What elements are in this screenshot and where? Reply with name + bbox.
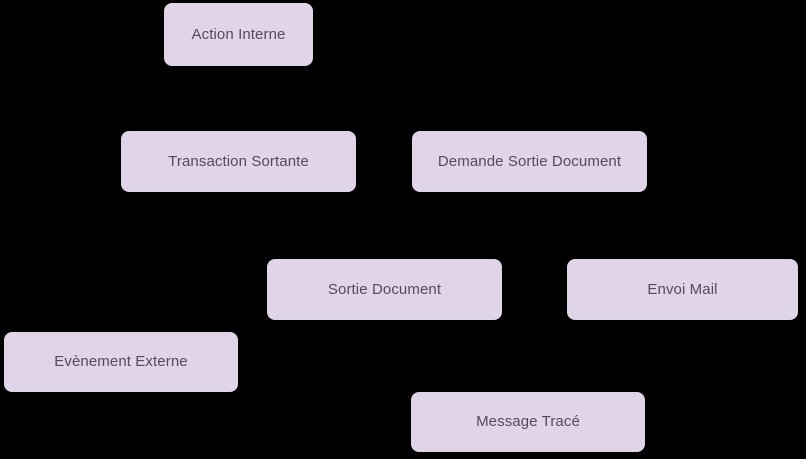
node-label-transaction-sortante: Transaction Sortante	[168, 152, 309, 170]
node-label-message-trace: Message Tracé	[476, 413, 580, 430]
node-transaction-sortante[interactable]: Transaction Sortante	[121, 131, 356, 192]
node-label-evenement-externe: Evènement Externe	[54, 353, 188, 370]
connector-edge-sortie-document-message-trace	[383, 319, 529, 393]
node-label-sortie-document: Sortie Document	[327, 280, 442, 298]
node-envoi-mail[interactable]: Envoi Mail	[567, 259, 798, 320]
node-evenement-externe[interactable]: Evènement Externe	[4, 332, 238, 392]
node-action-interne[interactable]: Action Interne	[164, 3, 313, 66]
connector-edge-transaction-sortante-evenement-externe	[120, 191, 191, 333]
node-label-envoi-mail: Envoi Mail	[647, 280, 718, 298]
node-label-demande-sortie-document: Demande Sortie Document	[437, 152, 622, 170]
connector-edge-demande-sortie-document-envoi-mail	[528, 191, 683, 260]
node-message-trace[interactable]: Message Tracé	[411, 392, 645, 452]
connector-edge-transaction-sortante-sortie-document	[237, 191, 385, 260]
node-label-action-interne: Action Interne	[191, 25, 286, 43]
node-demande-sortie-document[interactable]: Demande Sortie Document	[412, 131, 647, 192]
node-sortie-document[interactable]: Sortie Document	[267, 259, 502, 320]
connector-edge-action-interne-demande-sortie-document	[237, 65, 530, 132]
connector-edge-envoi-mail-message-trace	[527, 319, 683, 393]
connector-edge-demande-sortie-document-sortie-document	[383, 191, 530, 260]
